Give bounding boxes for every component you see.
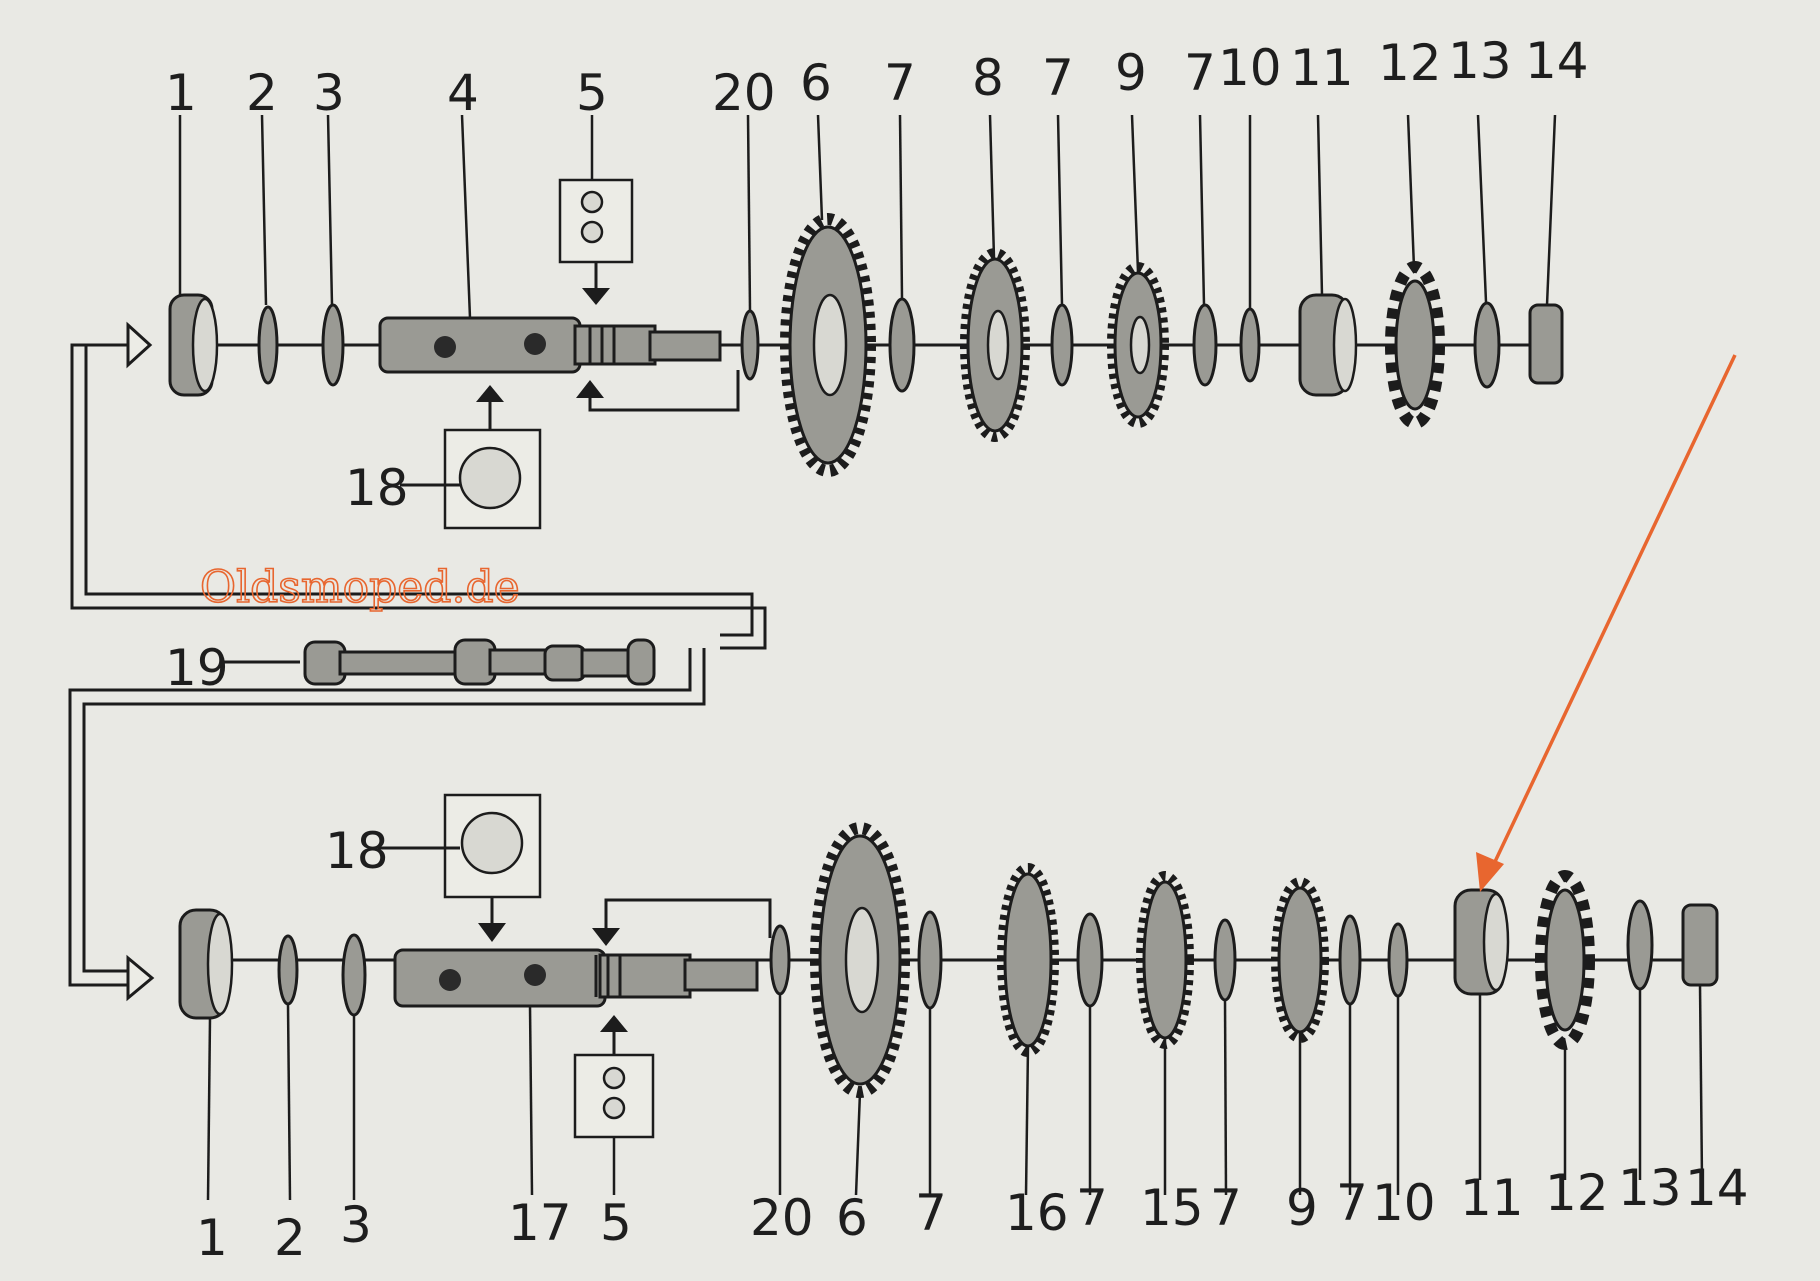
label-top-7b: 7 xyxy=(1042,49,1074,107)
washer-part xyxy=(321,303,345,387)
nut-part xyxy=(1681,903,1719,987)
sprocket-part xyxy=(1535,870,1595,1050)
snap-ring-part xyxy=(740,309,760,381)
label-bottom-18: 18 xyxy=(325,822,389,880)
flow-connector xyxy=(68,343,767,987)
label-bottom-12: 12 xyxy=(1545,1164,1609,1222)
circlip-part xyxy=(1239,307,1261,383)
label-top-2: 2 xyxy=(246,64,278,122)
label-top-8: 8 xyxy=(972,49,1004,107)
bottom-assembly xyxy=(178,793,1719,1139)
label-top-11: 11 xyxy=(1290,39,1354,97)
gear-part xyxy=(1136,871,1194,1049)
mainshaft-part xyxy=(378,316,722,374)
label-top-14: 14 xyxy=(1525,32,1589,90)
snap-ring-part xyxy=(769,924,791,996)
label-bottom-16: 16 xyxy=(1005,1184,1069,1242)
washer-part xyxy=(888,297,916,393)
label-top-1: 1 xyxy=(165,64,197,122)
label-top-5: 5 xyxy=(576,64,608,122)
label-bottom-5: 5 xyxy=(600,1194,632,1252)
top-labels: 1 2 3 4 5 20 6 7 8 7 9 7 10 11 12 13 14 … xyxy=(165,32,1589,517)
label-19: 19 xyxy=(165,639,229,697)
washer-part xyxy=(1213,918,1237,1002)
gear-part xyxy=(997,863,1059,1057)
washer-part xyxy=(341,933,367,1017)
label-bottom-14: 14 xyxy=(1685,1159,1749,1217)
gear-part xyxy=(810,822,910,1098)
sprocket-part xyxy=(1385,261,1445,429)
arrow-into-bearing-bottom xyxy=(126,954,155,1002)
detent-balls-box xyxy=(558,178,634,305)
selector-rod-assembly xyxy=(222,638,656,686)
arrow-into-bearing-top xyxy=(126,321,153,369)
washer-part xyxy=(1626,899,1654,991)
label-top-20: 20 xyxy=(712,64,776,122)
label-bottom-7c: 7 xyxy=(1210,1179,1242,1237)
label-bottom-11: 11 xyxy=(1460,1169,1524,1227)
highlight-arrow-icon xyxy=(1476,354,1737,892)
label-bottom-17: 17 xyxy=(508,1194,572,1252)
countershaft-part xyxy=(393,948,759,1008)
washer-part xyxy=(1473,301,1501,389)
label-top-3: 3 xyxy=(313,64,345,122)
label-bottom-7d: 7 xyxy=(1336,1174,1368,1232)
label-bottom-2: 2 xyxy=(274,1209,306,1267)
label-bottom-7b: 7 xyxy=(1076,1179,1108,1237)
ball-box-top xyxy=(400,385,542,530)
washer-part xyxy=(1076,912,1104,1008)
washer-part xyxy=(1050,303,1074,387)
label-bottom-15: 15 xyxy=(1140,1179,1204,1237)
label-top-18: 18 xyxy=(345,459,409,517)
label-top-12: 12 xyxy=(1378,34,1442,92)
gear-part xyxy=(1271,877,1329,1043)
nut-part xyxy=(1528,303,1564,385)
label-bottom-10: 10 xyxy=(1372,1174,1436,1232)
label-bottom-20: 20 xyxy=(750,1189,814,1247)
label-bottom-7a: 7 xyxy=(915,1184,947,1242)
circlip-part xyxy=(257,305,279,385)
gear-part xyxy=(960,248,1030,442)
label-bottom-3: 3 xyxy=(340,1196,372,1254)
label-top-4: 4 xyxy=(447,64,479,122)
label-bottom-1: 1 xyxy=(196,1209,228,1267)
label-top-6: 6 xyxy=(800,54,832,112)
watermark: Oldsmoped.de xyxy=(200,562,520,613)
washer-part xyxy=(917,910,943,1010)
label-top-7c: 7 xyxy=(1184,44,1216,102)
label-top-7a: 7 xyxy=(884,54,916,112)
washer-part xyxy=(1192,303,1218,387)
leader-lines xyxy=(178,114,1704,1201)
label-bottom-9: 9 xyxy=(1286,1179,1318,1237)
circlip-part xyxy=(277,934,299,1006)
detent-balls-box xyxy=(573,1015,655,1139)
label-bottom-6: 6 xyxy=(836,1189,868,1247)
washer-part xyxy=(1338,914,1362,1006)
label-top-9: 9 xyxy=(1115,44,1147,102)
gear-part xyxy=(780,213,876,477)
label-top-13: 13 xyxy=(1448,32,1512,90)
bottom-labels: 18 1 2 3 17 5 20 6 7 16 7 15 7 9 7 10 11… xyxy=(196,822,1749,1267)
gear-part xyxy=(1107,262,1169,428)
label-top-10: 10 xyxy=(1218,39,1282,97)
ball-box-bottom xyxy=(378,793,542,942)
label-bottom-13: 13 xyxy=(1618,1159,1682,1217)
circlip-part xyxy=(1387,922,1409,998)
